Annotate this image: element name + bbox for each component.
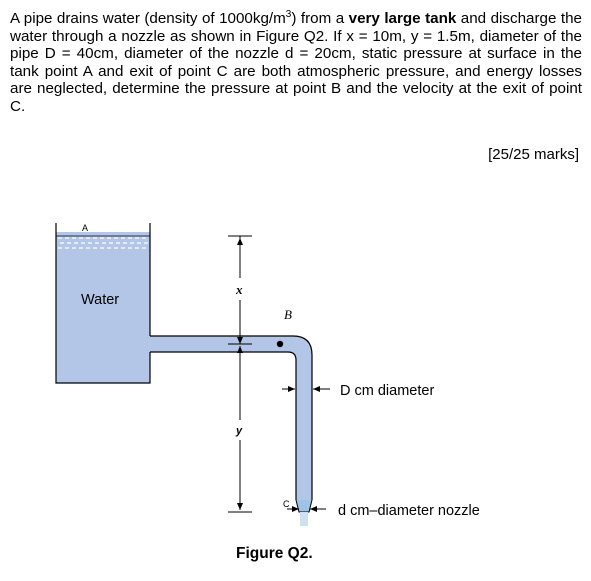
question-part2: ) from a (291, 10, 349, 28)
question-part1: A pipe drains water (density of 1000kg/m (10, 10, 286, 28)
figure-caption: Figure Q2. (236, 545, 313, 562)
free-surface (58, 237, 148, 249)
tank-walls (55, 223, 151, 384)
nozzle (295, 499, 313, 513)
label-a: A (82, 223, 88, 233)
jet (300, 512, 308, 526)
pipe-top-wall (150, 335, 313, 500)
tank-water (56, 232, 312, 500)
label-d-pipe: D cm diameter (340, 383, 434, 399)
label-x: x (235, 282, 243, 297)
label-d-nozzle: d cm–diameter nozzle (338, 503, 480, 519)
marks-label: [25/25 marks] (488, 146, 579, 163)
label-c: C (283, 499, 290, 509)
label-b: B (284, 307, 292, 322)
question-superscript: 3 (285, 9, 292, 20)
x-dimension (228, 235, 252, 345)
y-dimension (228, 346, 252, 513)
question-bold: very large tank (348, 10, 457, 28)
point-b (276, 340, 284, 348)
question-text: A pipe drains water (density of 1000kg/m… (10, 6, 582, 116)
pipe-bottom-wall (150, 351, 297, 500)
question-part3: and discharge the water through a nozzle… (10, 10, 583, 116)
label-water: Water (81, 292, 119, 308)
label-y: y (235, 425, 243, 437)
